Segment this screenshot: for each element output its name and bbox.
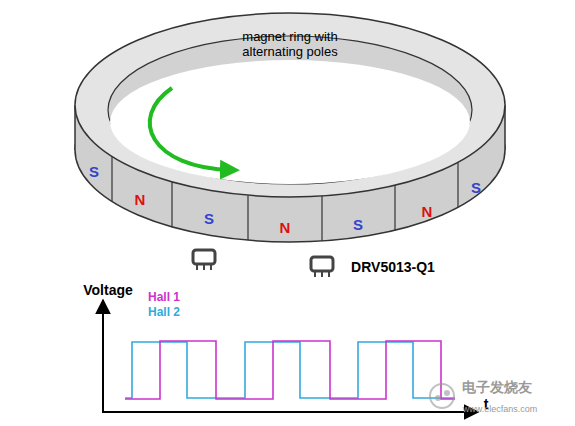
watermark: 电子发烧友 <box>462 379 532 395</box>
legend-entry: Hall 1 <box>148 291 180 305</box>
legend-entry: Hall 2 <box>148 306 180 320</box>
hall1-wave <box>125 341 455 399</box>
ring-top <box>75 13 505 197</box>
pole-label: S <box>204 210 214 227</box>
legend-text: Hall 1 <box>148 290 180 304</box>
pole-label: S <box>89 163 99 180</box>
hall2-wave <box>125 342 455 398</box>
pole-label: N <box>135 191 146 208</box>
watermark: www.elecfans.com <box>463 404 538 414</box>
x-axis <box>102 411 478 413</box>
pole-divider <box>111 157 112 202</box>
pole-divider <box>171 182 172 227</box>
hall-sensor <box>193 250 215 270</box>
ring-hole <box>110 60 470 184</box>
pole-label: N <box>280 219 291 236</box>
axis-label: Voltage <box>83 282 133 298</box>
legend-text: Hall 2 <box>148 305 180 319</box>
hall-sensor <box>311 257 333 277</box>
pole-divider <box>394 185 395 230</box>
pole-label: N <box>422 203 433 220</box>
pole-label: S <box>471 179 481 196</box>
watermark-logo <box>430 384 454 408</box>
y-axis <box>102 300 104 412</box>
part-number: DRV5013-Q1 <box>351 259 435 275</box>
pole-divider <box>457 162 458 207</box>
pole-divider <box>247 195 248 240</box>
rotation-arrow <box>150 88 232 170</box>
pole-label: S <box>353 216 363 233</box>
pole-divider <box>321 196 322 241</box>
ring-label: magnet ring with alternating poles <box>215 30 365 60</box>
